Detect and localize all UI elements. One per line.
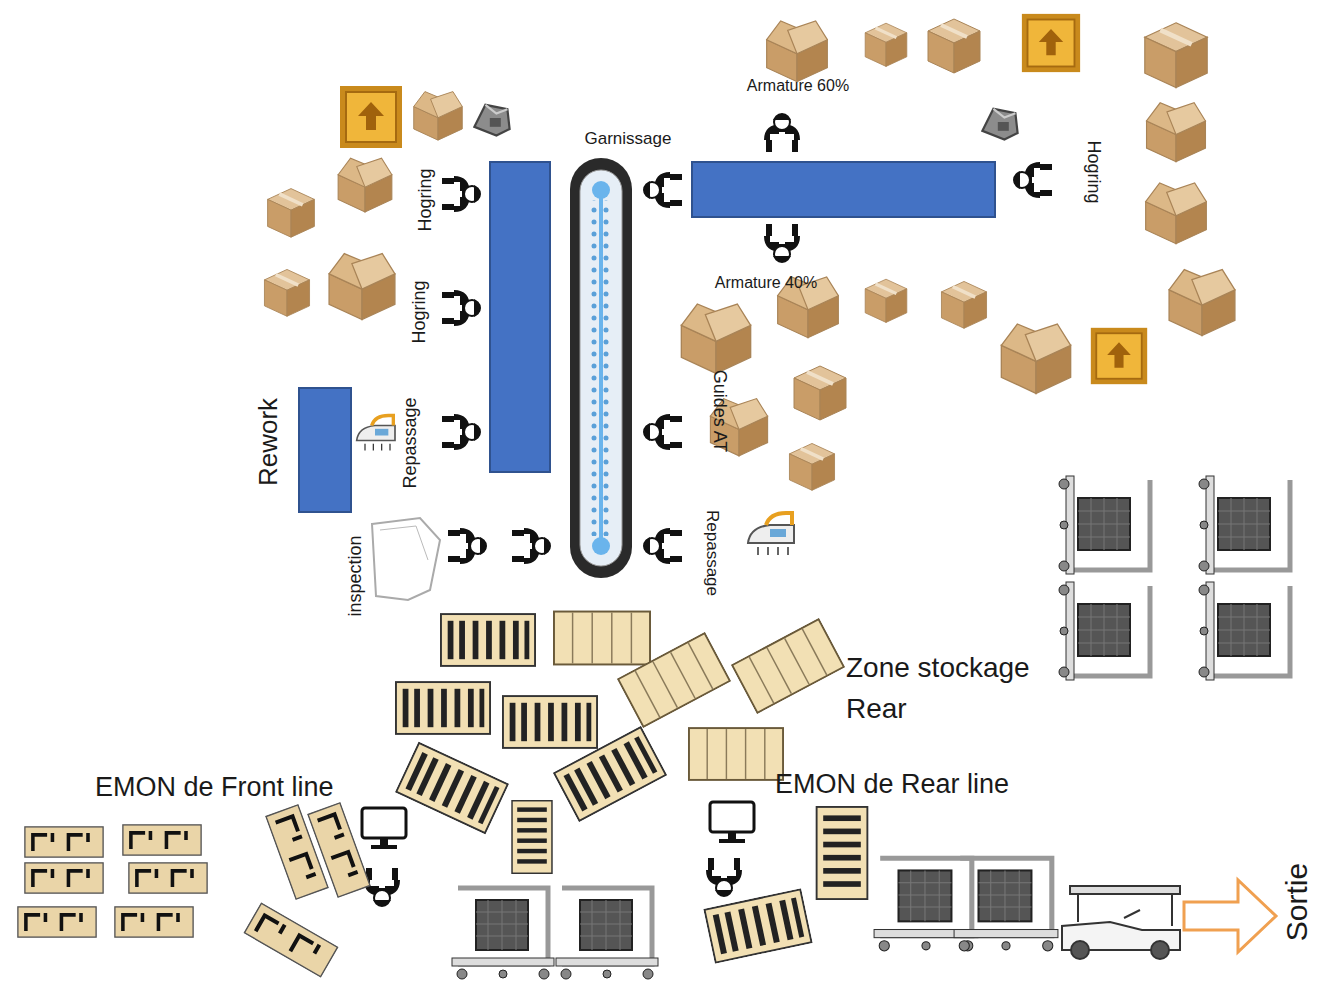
area-label: Sortie xyxy=(1280,863,1313,941)
area-label: EMON de Rear line xyxy=(775,770,1009,800)
area-label: Zone stockage Rear xyxy=(846,648,1058,729)
area-label: Rework xyxy=(254,398,283,486)
area-label: Hogring xyxy=(410,280,430,343)
area-label: Repassage xyxy=(401,397,421,488)
area-label: Armature 40% xyxy=(715,274,817,292)
area-label: Guides AT xyxy=(709,370,729,453)
area-label: Hogring xyxy=(1083,140,1103,203)
area-label: inspection xyxy=(346,535,366,616)
area-label: Garnissage xyxy=(585,130,672,149)
area-label: Armature 60% xyxy=(747,77,849,95)
area-label: Repassage xyxy=(703,510,722,596)
area-label: EMON de Front line xyxy=(95,773,334,803)
area-label: Hogring xyxy=(416,168,436,231)
